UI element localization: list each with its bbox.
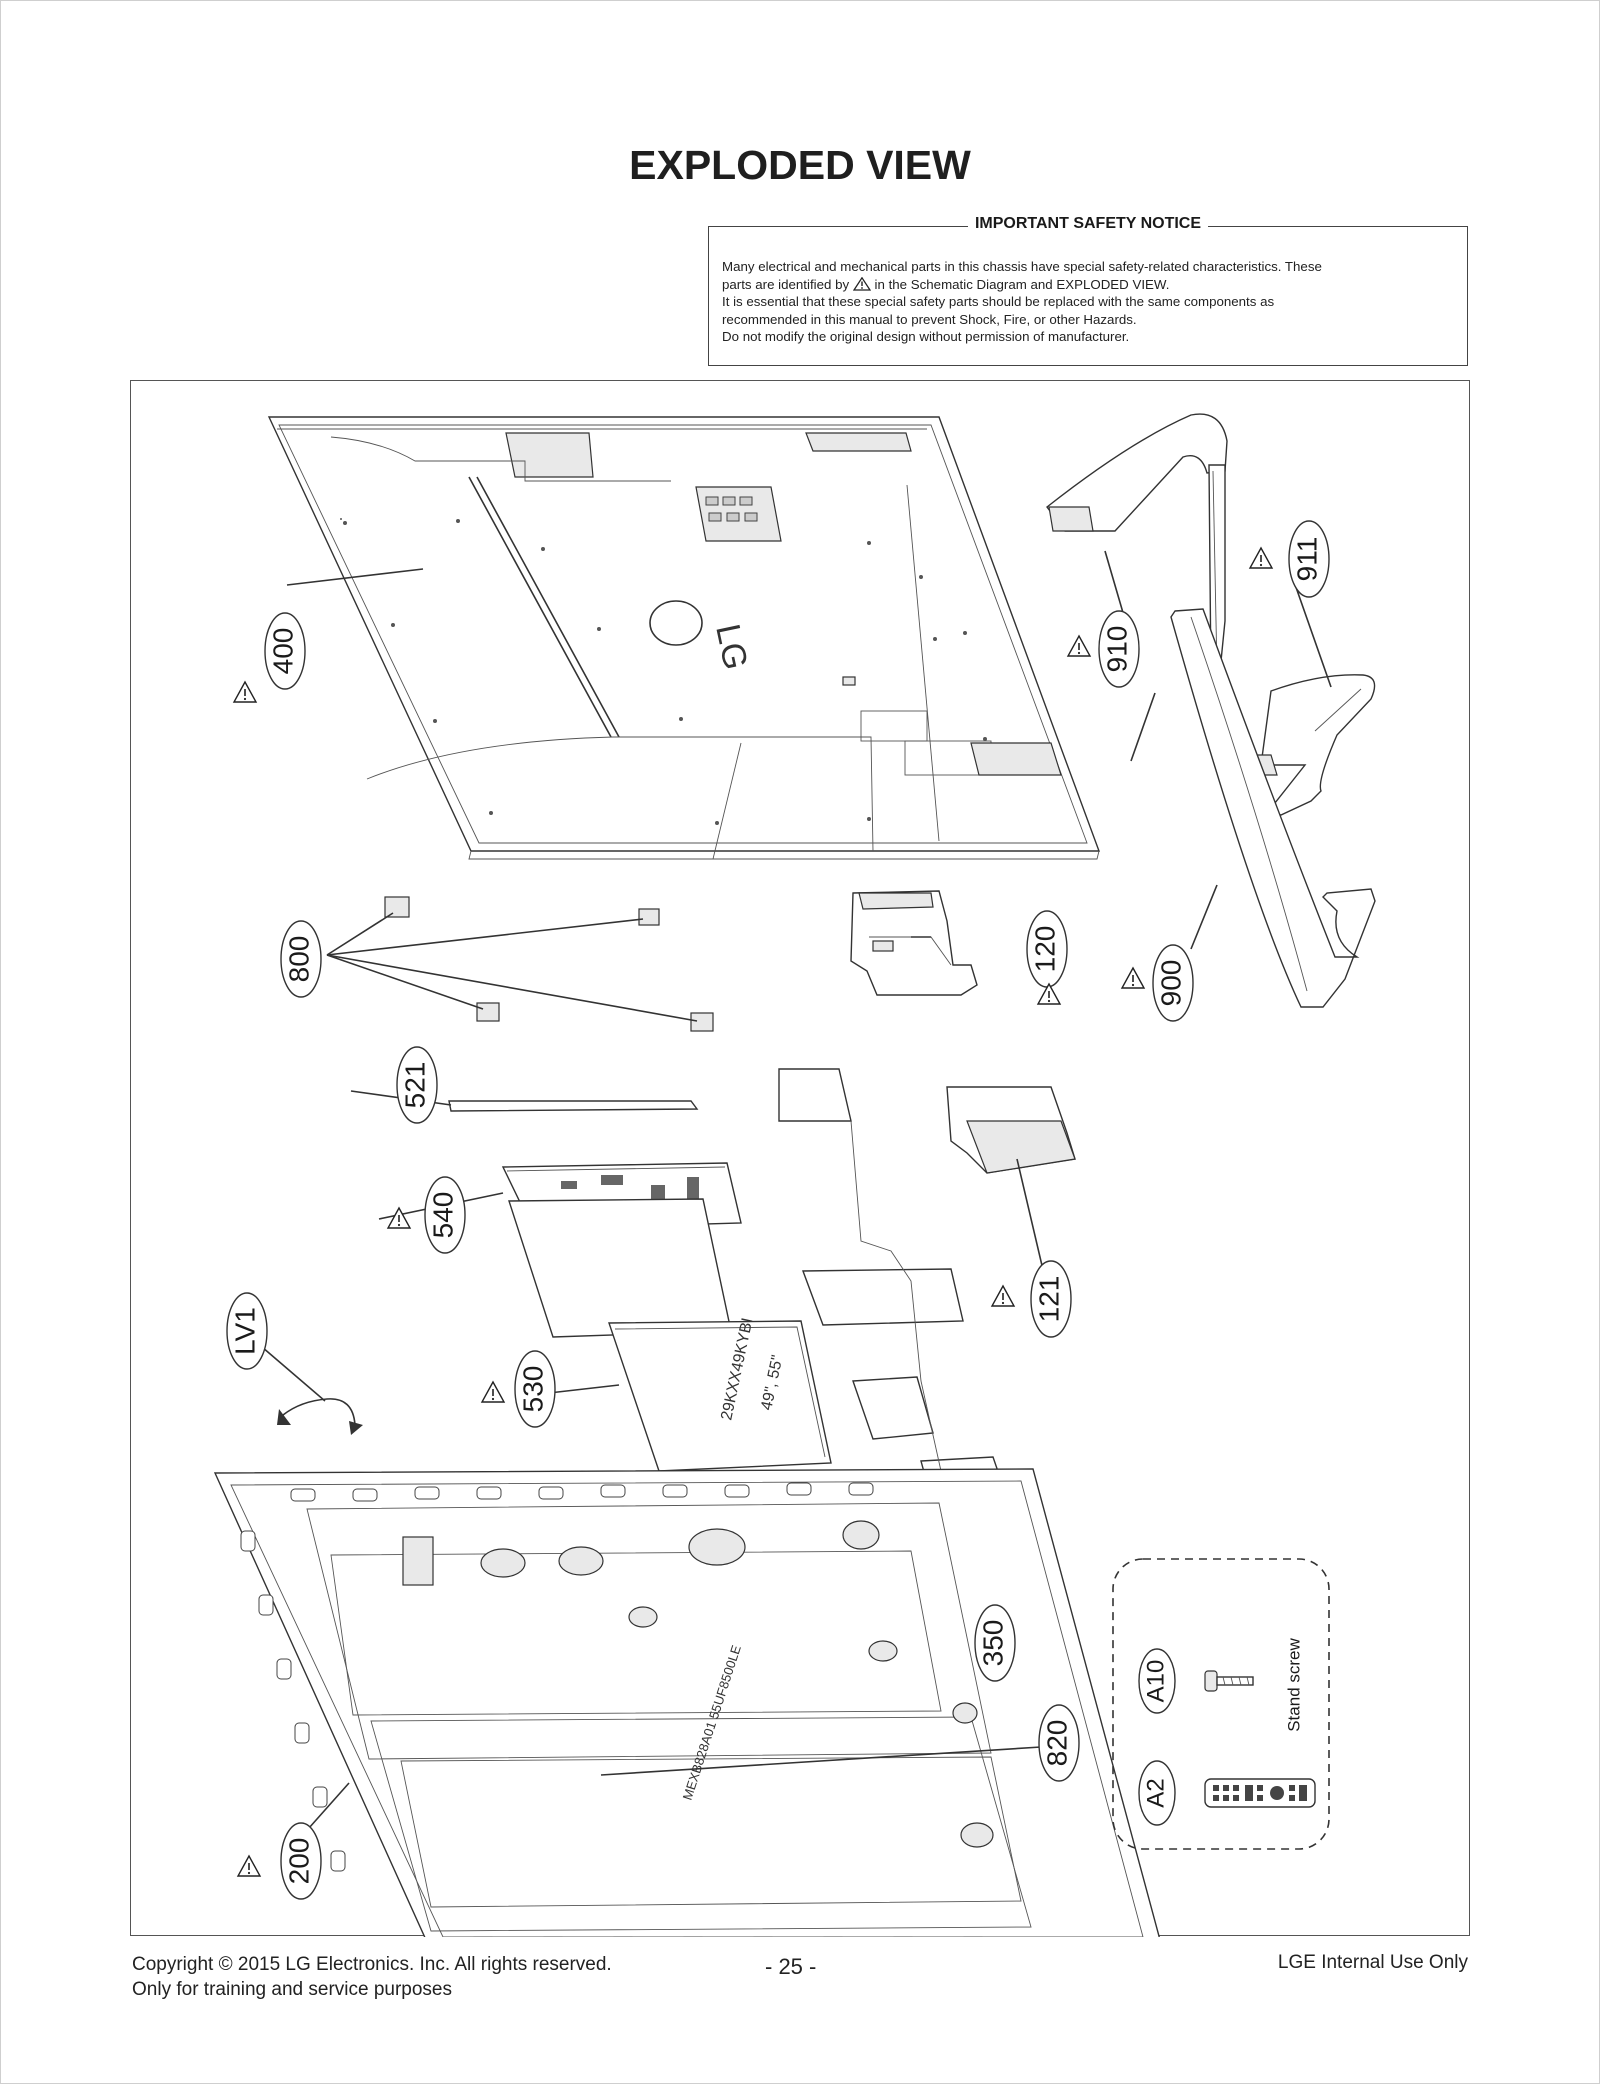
power-board-part-120 [850, 890, 978, 996]
svg-text:350: 350 [977, 1620, 1008, 1667]
page-title: EXPLODED VIEW [629, 142, 971, 188]
stand-screw-part [1204, 1670, 1254, 1692]
svg-text:800: 800 [283, 936, 314, 983]
stand-base-part-900 [1170, 608, 1376, 1008]
safety-notice-box: IMPORTANT SAFETY NOTICE Many electrical … [708, 215, 1468, 366]
footer-internal-use: LGE Internal Use Only [1277, 1952, 1468, 1973]
notice-line-5: Do not modify the original design withou… [722, 329, 1130, 344]
notice-line-2a: parts are identified by [722, 276, 850, 292]
safety-notice-body: Many electrical and mechanical parts in … [722, 258, 1454, 346]
back-cover-logo-text: LG [708, 621, 755, 673]
footer-left: Copyright © 2015 LG Electronics. Inc. Al… [132, 1952, 612, 2002]
svg-text:400: 400 [267, 628, 298, 675]
remote-control-part [1204, 1778, 1316, 1808]
callout-530: 530 [481, 1350, 556, 1428]
diagram-canvas: LG [213, 413, 1376, 1937]
footer-training: Only for training and service purposes [132, 1979, 452, 2000]
svg-text:LV1: LV1 [229, 1307, 260, 1355]
svg-text:540: 540 [427, 1192, 458, 1239]
safety-notice-heading: IMPORTANT SAFETY NOTICE [709, 215, 1467, 233]
callout-521: 521 [396, 1046, 438, 1124]
callout-a2: A2 [1138, 1760, 1176, 1826]
callout-350: 350 [974, 1604, 1016, 1682]
module-part-530: 29KXX49KYBI 49", 55" [508, 1198, 832, 1472]
callout-lv1: LV1 [226, 1292, 268, 1370]
warning-triangle-icon [852, 276, 871, 291]
callout-120: 120 [1026, 910, 1068, 1005]
callout-a10: A10 [1138, 1648, 1176, 1714]
svg-text:121: 121 [1033, 1276, 1064, 1323]
svg-text:A10: A10 [1142, 1660, 1169, 1703]
notice-line-2: parts are identified by in the Schematic… [722, 276, 1454, 294]
callout-200: 200 [237, 1822, 322, 1900]
footer-copyright: Copyright © 2015 LG Electronics. Inc. Al… [132, 1954, 612, 1975]
chassis-frame-part-200: MEXB828A01 55UF8500LE [213, 1468, 1160, 1937]
svg-text:A2: A2 [1142, 1778, 1169, 1807]
callout-121: 121 [991, 1260, 1072, 1338]
callout-800: 800 [280, 920, 322, 998]
notice-line-2b: in the Schematic Diagram and EXPLODED VI… [874, 276, 1170, 292]
speaker-clip-parts-800 [326, 896, 714, 1032]
svg-text:910: 910 [1101, 626, 1132, 673]
stand-screw-label: Stand screw [1284, 1638, 1303, 1732]
svg-text:200: 200 [283, 1838, 314, 1885]
callout-911: 911 [1249, 520, 1330, 598]
accessories-box: A10 Stand screw A2 [1112, 1558, 1330, 1850]
notice-line-1: Many electrical and mechanical parts in … [722, 259, 1322, 274]
notice-line-3: It is essential that these special safet… [722, 294, 1275, 309]
notice-line-4: recommended in this manual to prevent Sh… [722, 311, 1137, 327]
callout-400: 400 [233, 612, 306, 703]
svg-text:530: 530 [517, 1366, 548, 1413]
stand-neck-part-911 [1046, 413, 1228, 682]
svg-text:911: 911 [1291, 537, 1322, 582]
footer-page-number: - 25 - [765, 1954, 817, 1979]
callout-540: 540 [387, 1176, 466, 1254]
safety-notice-title: IMPORTANT SAFETY NOTICE [967, 215, 1209, 232]
svg-text:521: 521 [399, 1062, 430, 1109]
callout-900: 900 [1121, 944, 1194, 1022]
cable-part-lv1 [254, 1340, 363, 1435]
svg-text:120: 120 [1029, 926, 1060, 973]
svg-text:900: 900 [1155, 960, 1186, 1007]
callout-820: 820 [1038, 1704, 1080, 1782]
svg-text:820: 820 [1041, 1720, 1072, 1767]
board-part-121 [946, 1086, 1076, 1322]
callout-910: 910 [1067, 610, 1140, 688]
lg-logo: LG [649, 600, 755, 673]
exploded-view-diagram: LG [130, 380, 1470, 1937]
back-cover-part: LG [267, 416, 1101, 860]
